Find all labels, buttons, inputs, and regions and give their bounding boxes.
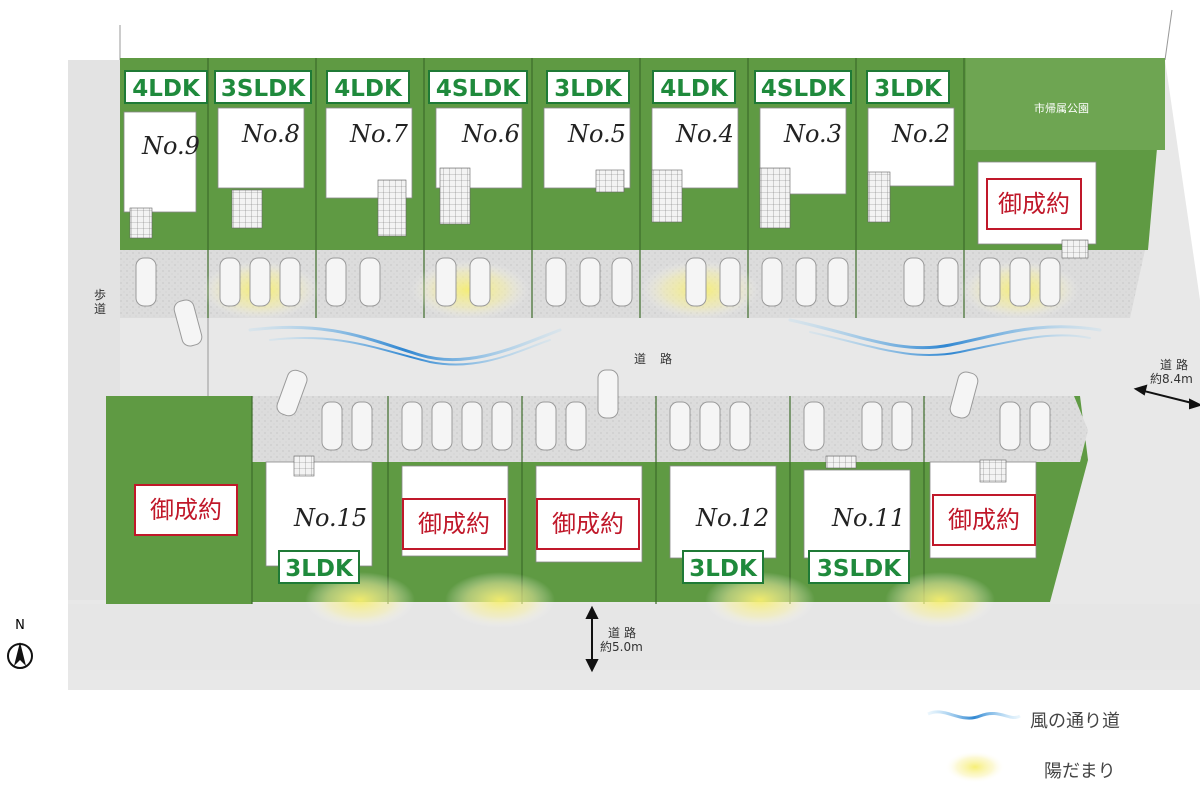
lot-type-no2: 3LDK — [866, 70, 950, 104]
lot-number-no3: No.3 — [784, 120, 842, 148]
lot-type-no4: 4LDK — [652, 70, 736, 104]
legend-sun-swatch — [945, 751, 1005, 783]
lot-type-no5: 3LDK — [546, 70, 630, 104]
lot-number-no4: No.4 — [676, 120, 734, 148]
lot-type-no9: 4LDK — [124, 70, 208, 104]
lot-number-no8: No.8 — [242, 120, 300, 148]
lot-type-no8: 3SLDK — [214, 70, 312, 104]
east-road-width: 約8.4m — [1150, 372, 1193, 386]
park-label: 市帰属公園 — [1034, 102, 1089, 115]
south-road-width: 約5.0m — [600, 640, 643, 654]
sidewalk-label: 歩道 — [93, 288, 106, 316]
sold-badge-top-right: 御成約 — [986, 178, 1082, 230]
lot-number-no9: No.9 — [142, 132, 200, 160]
lot-type-no3: 4SLDK — [754, 70, 852, 104]
sold-badge-bottom-left: 御成約 — [134, 484, 238, 536]
lot-number-no11: No.11 — [832, 504, 906, 532]
lot-number-no2: No.2 — [892, 120, 950, 148]
lot-type-no6: 4SLDK — [428, 70, 528, 104]
lot-type-no15: 3LDK — [278, 550, 360, 584]
legend-wind-swatch — [927, 710, 1021, 720]
lot-number-no15: No.15 — [294, 504, 368, 532]
sold-badge-no14: 御成約 — [402, 498, 506, 550]
road-label: 道路 — [634, 352, 687, 366]
lot-type-no12: 3LDK — [682, 550, 764, 584]
legend-wind-label: 風の通り道 — [1030, 711, 1120, 732]
lot-number-no7: No.7 — [350, 120, 408, 148]
south-road-name: 道路 — [608, 626, 641, 640]
east-road-name: 道路 — [1160, 358, 1193, 372]
lot-type-no11: 3SLDK — [808, 550, 910, 584]
lot-number-no5: No.5 — [568, 120, 626, 148]
lot-number-no12: No.12 — [696, 504, 770, 532]
north-label: N — [15, 618, 25, 633]
sold-badge-no13: 御成約 — [536, 498, 640, 550]
north-arrow-icon — [7, 642, 33, 669]
lot-type-no7: 4LDK — [326, 70, 410, 104]
legend-sun-label: 陽だまり — [1044, 761, 1116, 782]
lot-number-no6: No.6 — [462, 120, 520, 148]
sold-badge-no10: 御成約 — [932, 494, 1036, 546]
